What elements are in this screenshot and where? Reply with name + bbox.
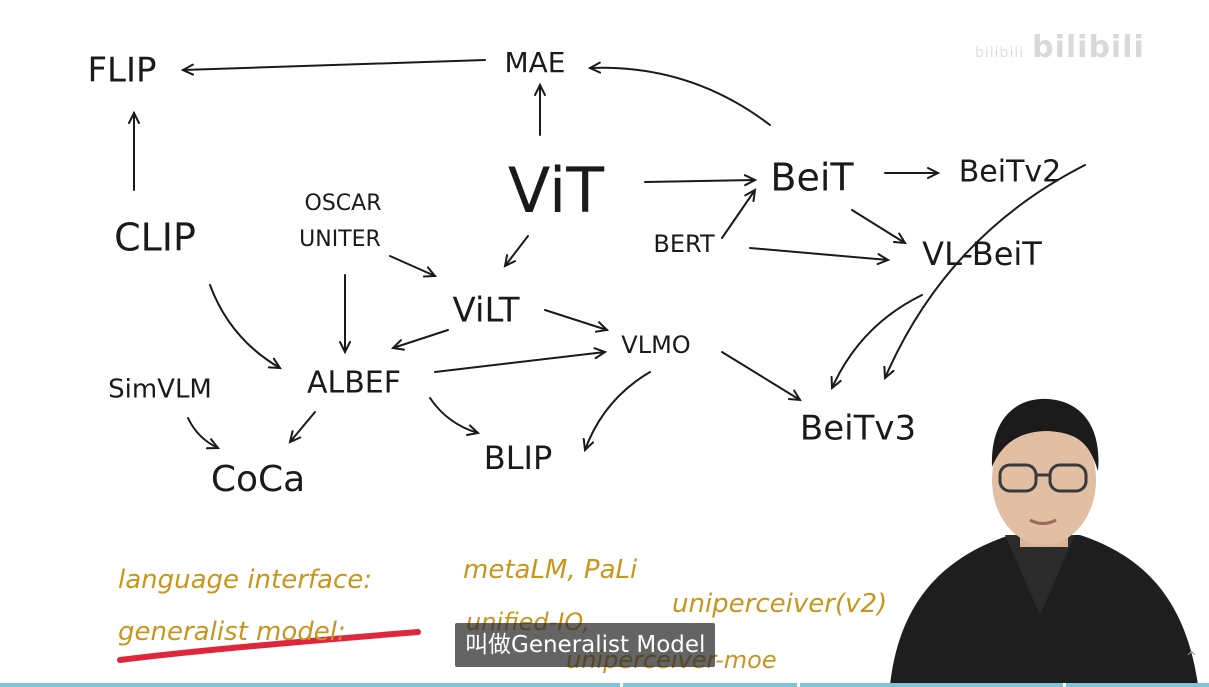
edge-simvlm-to-coca xyxy=(187,417,221,450)
bilibili-watermark: bilibili bilibili xyxy=(975,30,1145,65)
red-underline xyxy=(117,629,421,663)
node-uniter: UNITER xyxy=(299,227,381,252)
node-flip: FLIP xyxy=(87,51,156,91)
edge-albef-to-blip xyxy=(429,397,481,436)
edge-vlmo-to-blip xyxy=(582,371,651,453)
edge-vilt-to-vlmo xyxy=(544,309,610,333)
node-coca: CoCa xyxy=(211,459,305,500)
handwritten-notes: language interface: metaLM, PaLi generalis… xyxy=(118,555,887,674)
edge-uniter-to-vilt xyxy=(389,255,438,278)
chapter-marker xyxy=(1063,683,1066,687)
edge-vit-to-beit xyxy=(644,174,758,187)
edge-vlmo-to-beitv3 xyxy=(721,351,802,402)
node-beit: BeiT xyxy=(770,156,854,200)
watermark-small-text: bilibili xyxy=(975,45,1025,61)
edge-mae-to-flip xyxy=(180,59,486,76)
node-oscar: OSCAR xyxy=(305,191,382,216)
edge-vl-beit-to-beitv3 xyxy=(830,294,923,391)
node-beitv2: BeiTv2 xyxy=(959,155,1062,190)
node-simvlm: SimVLM xyxy=(108,375,212,405)
edge-clip-to-albef xyxy=(209,284,282,370)
edge-bert-to-vl-beit xyxy=(749,247,891,266)
subtitle-caption: 叫做Generalist Model xyxy=(455,623,716,667)
node-blip: BLIP xyxy=(484,439,553,477)
note-line-3: generalist model: xyxy=(118,617,346,647)
node-beitv3: BeiTv3 xyxy=(800,409,916,449)
edge-beit-to-mae xyxy=(587,61,771,126)
edge-vit-to-vilt xyxy=(503,235,529,268)
edge-albef-to-vlmo xyxy=(434,347,608,373)
chapter-marker xyxy=(797,683,800,687)
node-albef: ALBEF xyxy=(307,366,401,401)
node-clip: CLIP xyxy=(114,216,196,260)
node-bert: BERT xyxy=(653,230,715,258)
edge-beitv2-to-beitv3 xyxy=(883,164,1086,381)
node-vilt: ViLT xyxy=(453,291,520,331)
edge-bert-to-beit xyxy=(721,188,757,239)
chevron-up-icon[interactable]: ^ xyxy=(1186,650,1197,665)
note-line-2: metaLM, PaLi xyxy=(463,555,638,585)
video-progress-bar[interactable] xyxy=(0,683,1209,687)
bilibili-logo: bilibili xyxy=(1032,30,1145,65)
node-vl-beit: VL-BeiT xyxy=(922,235,1042,273)
node-vlmo: VLMO xyxy=(621,331,690,359)
node-vit: ViT xyxy=(508,154,605,227)
node-mae: MAE xyxy=(504,46,565,79)
edge-albef-to-coca xyxy=(288,411,316,444)
diagram-edges xyxy=(128,59,1086,453)
presenter-webcam xyxy=(890,398,1198,685)
note-line-1: language interface: xyxy=(118,565,372,595)
edge-vilt-to-albef xyxy=(390,329,449,351)
note-line-5: uniperceiver(v2) xyxy=(672,589,887,619)
edge-beit-to-vl-beit xyxy=(851,209,907,245)
chapter-marker xyxy=(620,683,623,687)
